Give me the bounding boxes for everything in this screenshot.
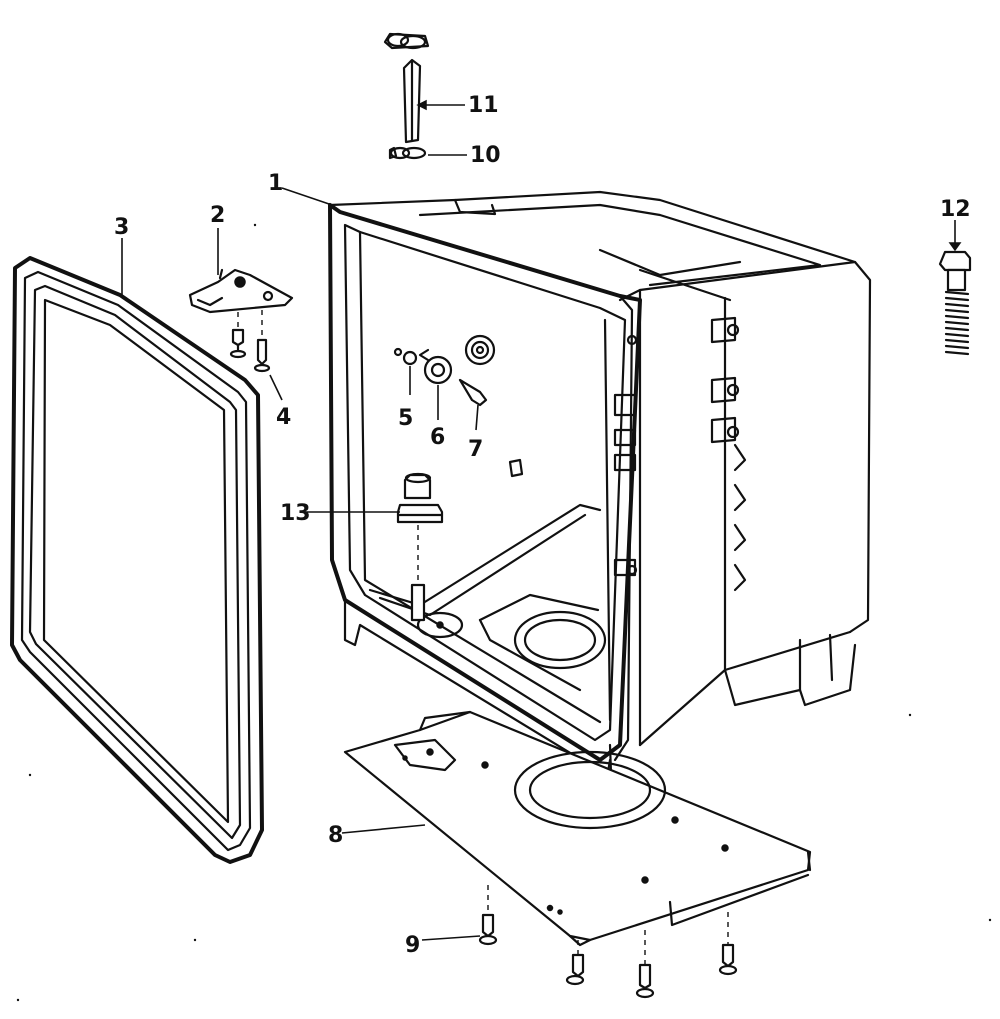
hinge-screws — [229, 310, 271, 373]
print-specks — [16, 223, 992, 1002]
callout-6: 6 — [430, 425, 445, 450]
inlet-fitting — [938, 220, 972, 356]
hose-assembly — [383, 32, 430, 160]
callout-leaders — [121, 99, 481, 941]
callout-5: 5 — [398, 406, 413, 431]
hinge-plate — [188, 268, 294, 314]
callout-12: 12 — [940, 197, 971, 222]
float-switch — [396, 472, 444, 622]
bottom-screws — [478, 885, 738, 999]
callout-9: 9 — [405, 933, 420, 958]
callout-2: 2 — [210, 203, 225, 228]
callout-8: 8 — [328, 823, 343, 848]
callout-7: 7 — [468, 437, 483, 462]
callout-3: 3 — [114, 215, 129, 240]
tub-assembly — [328, 190, 872, 810]
door-gasket — [10, 256, 264, 864]
callout-10: 10 — [470, 143, 501, 168]
callout-11: 11 — [468, 93, 499, 118]
callout-4: 4 — [276, 405, 291, 430]
callout-labels: 1 2 3 4 5 6 7 8 9 10 11 12 13 — [114, 93, 971, 958]
callout-1: 1 — [268, 171, 283, 196]
bottom-plate — [343, 710, 812, 947]
wall-fittings — [393, 347, 488, 431]
callout-13: 13 — [280, 501, 311, 526]
